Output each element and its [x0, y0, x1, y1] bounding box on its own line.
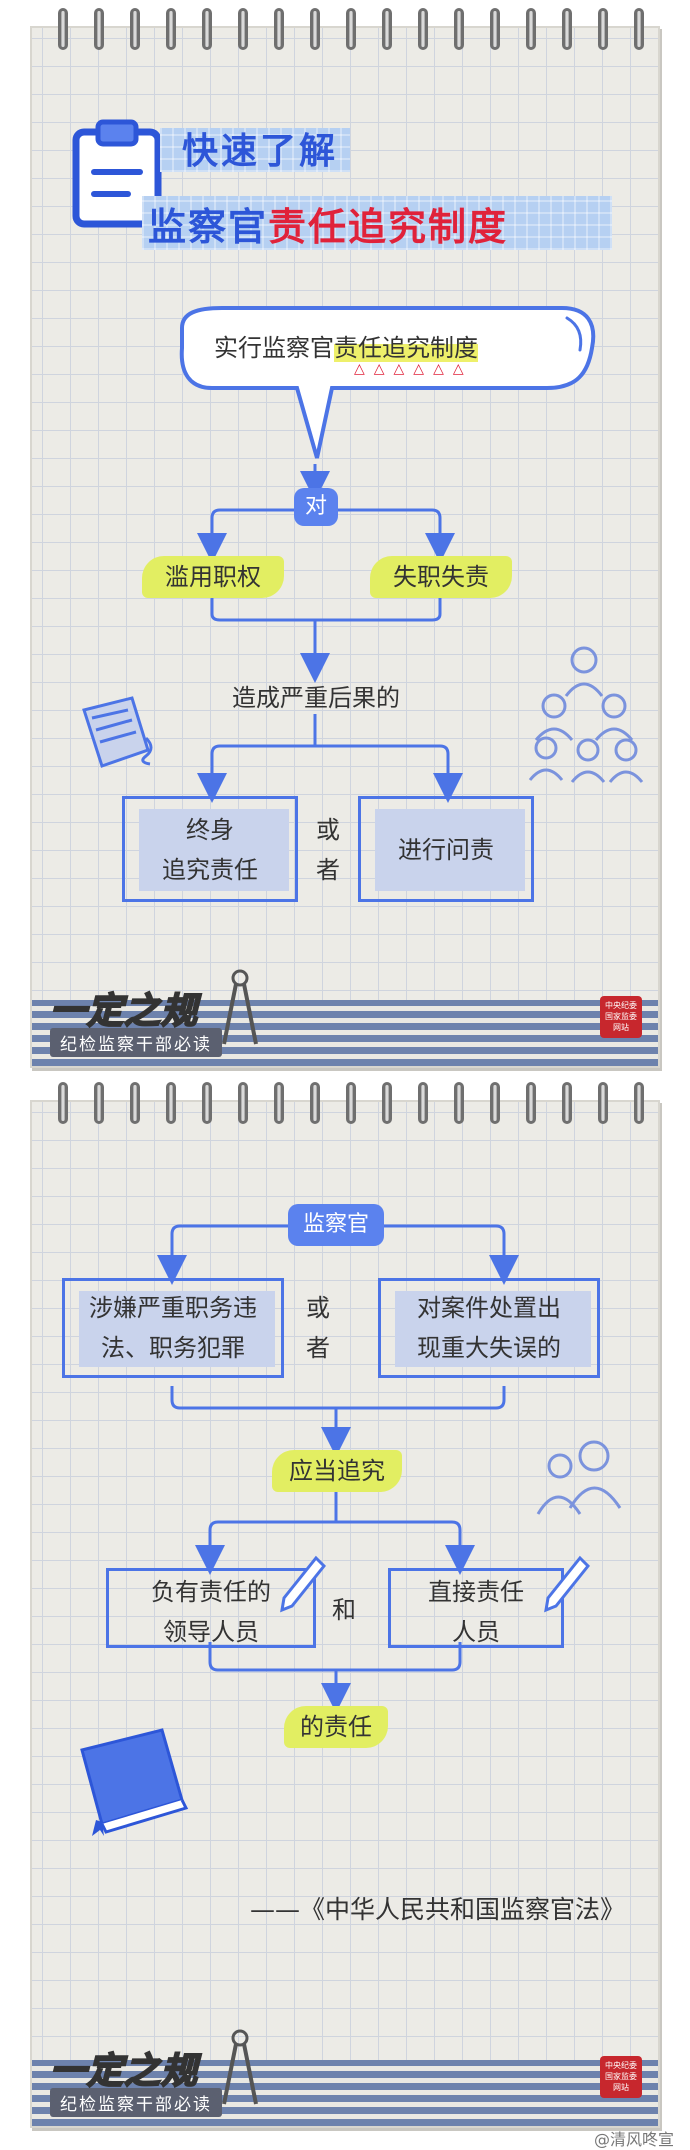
mistake-line-1: 对案件处置出	[417, 1294, 561, 1322]
accountability-box	[358, 796, 534, 902]
seal-line-1: 中央纪委	[605, 1001, 637, 1010]
lifelong-line-2: 追究责任	[162, 856, 258, 884]
footer-subtitle: 纪检监察干部必读	[50, 2088, 222, 2117]
and-text: 和	[332, 1596, 356, 1624]
crime-text: 涉嫌严重职务违 法、职务犯罪	[62, 1288, 284, 1368]
dereliction-chip: 失职失责	[370, 556, 512, 598]
paper-icon	[82, 696, 153, 768]
bubble-prefix: 实行监察官	[214, 334, 334, 362]
mistake-line-2: 现重大失误的	[417, 1334, 561, 1362]
seal-line-3: 网站	[613, 2083, 629, 2092]
responsibility-chip: 的责任	[284, 1706, 388, 1748]
crime-line-1: 涉嫌严重职务违	[89, 1294, 257, 1322]
compass-icon	[222, 2029, 258, 2105]
title-blue-text: 监察官	[148, 205, 269, 249]
title-highlight-1	[160, 128, 350, 172]
accountability-text: 进行问责	[398, 836, 494, 864]
leader-box	[106, 1568, 316, 1648]
weibo-watermark: @清风咚宣	[593, 2130, 674, 2149]
infographic-card-1: 快速了解 监察官责任追究制度 实行监察官责任追究制度 △△△△△△ 对 滥用职权	[30, 8, 660, 1068]
emphasis-marks: △△△△△△	[354, 361, 473, 377]
crime-line-2: 法、职务犯罪	[101, 1334, 245, 1362]
supervisor-chip: 监察官	[288, 1204, 384, 1246]
or-line-1b: 或	[306, 1294, 330, 1322]
or-line-2: 者	[316, 856, 340, 884]
leader-line-1: 负有责任的	[151, 1578, 271, 1606]
crime-box	[62, 1278, 284, 1378]
pen-icon	[544, 1555, 590, 1613]
seal-line-1: 中央纪委	[605, 2061, 637, 2070]
direct-text: 直接责任 人员	[388, 1572, 564, 1652]
bubble-highlight: 责任追究制度	[334, 334, 478, 362]
mistake-text: 对案件处置出 现重大失误的	[378, 1288, 600, 1368]
footer-logo: 一定之规	[49, 2050, 199, 2093]
seal-line-2: 国家监委	[605, 1012, 637, 1021]
org-seal: 中央纪委 国家监委 网站	[600, 2056, 642, 2098]
pen-icon	[280, 1555, 326, 1613]
people-icon	[536, 1440, 622, 1515]
mistake-box	[378, 1278, 600, 1378]
bubble-text: 实行监察官责任追究制度	[214, 328, 478, 363]
lifelong-line-1: 终身	[186, 816, 234, 844]
or-text-2: 或 者	[298, 1288, 338, 1368]
infographic-card-2: 监察官 涉嫌严重职务违 法、职务犯罪 或 者 对案件处置出 现重大失误的 应当追…	[30, 1082, 660, 2128]
title-highlight-2	[142, 196, 612, 250]
target-chip: 对	[294, 488, 338, 526]
book-icon	[80, 1728, 189, 1836]
spiral-binding	[44, 8, 646, 54]
footer-subtitle: 纪检监察干部必读	[50, 1028, 222, 1057]
consequence-text: 造成严重后果的	[232, 684, 400, 712]
title-line-2: 监察官责任追究制度	[148, 196, 508, 251]
title-line-1: 快速了解	[182, 131, 339, 172]
people-group-icon	[528, 646, 644, 783]
or-line-2b: 者	[306, 1334, 330, 1362]
direct-line-1: 直接责任	[428, 1578, 524, 1606]
title-red-text: 责任追究制度	[268, 205, 509, 249]
lifelong-box	[122, 796, 298, 902]
or-line-1: 或	[316, 816, 340, 844]
seal-line-3: 网站	[613, 1023, 629, 1032]
source-quote: ——《中华人民共和国监察官法》	[250, 1895, 626, 1924]
pursue-chip: 应当追究	[272, 1450, 402, 1492]
spiral-binding	[44, 1082, 646, 1128]
abuse-of-power-chip: 滥用职权	[142, 556, 284, 598]
compass-icon	[222, 969, 258, 1045]
direct-box	[388, 1568, 564, 1648]
direct-line-2: 人员	[452, 1618, 500, 1646]
leader-text: 负有责任的 领导人员	[106, 1572, 316, 1652]
leader-line-2: 领导人员	[163, 1618, 259, 1646]
org-seal: 中央纪委 国家监委 网站	[600, 996, 642, 1038]
footer-logo: 一定之规	[49, 990, 199, 1033]
seal-line-2: 国家监委	[605, 2072, 637, 2081]
lifelong-text: 终身 追究责任	[122, 810, 298, 890]
or-text: 或 者	[308, 810, 348, 890]
clipboard-icon	[72, 119, 162, 228]
